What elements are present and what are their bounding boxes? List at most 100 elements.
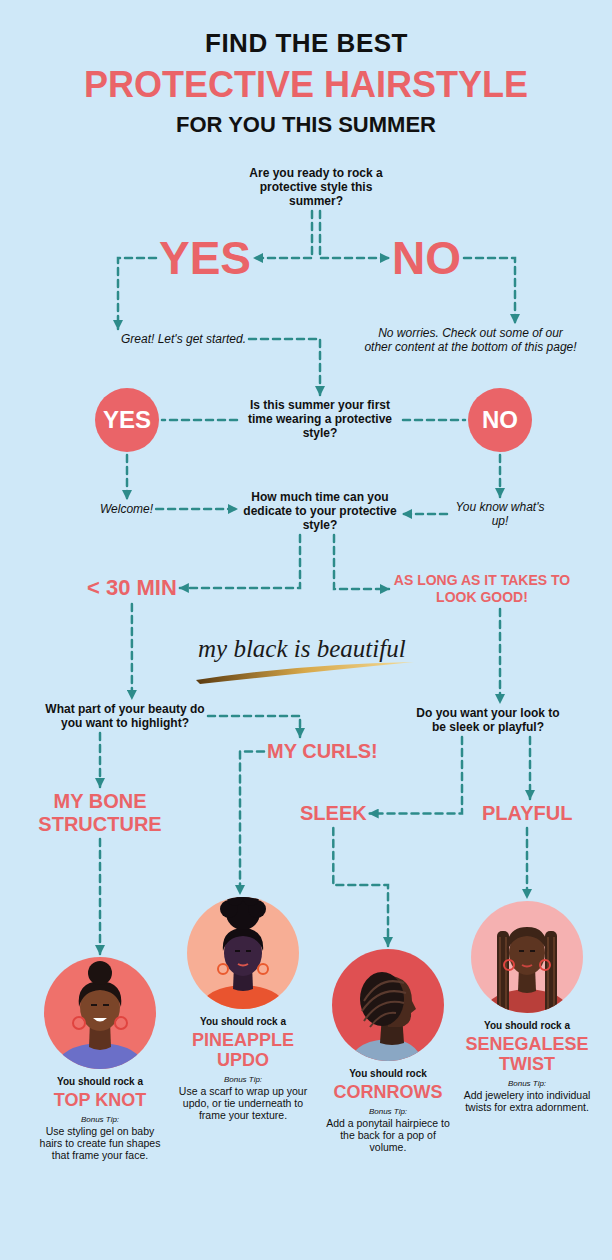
question-text: Are you ready to rock a protective style… xyxy=(236,166,396,208)
hair xyxy=(507,927,547,953)
dashed-connector xyxy=(499,455,502,497)
dashed-connector xyxy=(333,828,388,946)
lead-text: You should rock xyxy=(323,1067,453,1080)
subtitle: FOR YOU THIS SUMMER xyxy=(176,112,436,138)
node-text: Do you want your look to be sleek or pla… xyxy=(408,706,568,734)
node-text: MY BONE STRUCTURE xyxy=(25,790,175,836)
response-text: You know what's up! xyxy=(450,500,550,528)
dashed-connector xyxy=(208,716,300,737)
yes-circle: YES xyxy=(95,388,159,452)
portrait-figure xyxy=(199,890,287,1013)
answer-label: YES xyxy=(159,232,251,284)
dashed-connector xyxy=(162,419,237,422)
node-text: Welcome! xyxy=(100,502,153,516)
dashed-connector xyxy=(240,752,264,895)
node-text: MY CURLS! xyxy=(267,740,378,763)
puff xyxy=(227,890,243,906)
dashed-connector xyxy=(156,508,237,511)
question-text: Do you want your look to be sleek or pla… xyxy=(408,706,568,734)
option-label: MY CURLS! xyxy=(267,740,378,763)
style-name: PINEAPPLE UPDO xyxy=(178,1030,308,1070)
node-text: PLAYFUL xyxy=(482,802,572,825)
option-label: MY BONE STRUCTURE xyxy=(25,790,175,836)
dashed-connector xyxy=(370,737,462,814)
earring xyxy=(73,1017,85,1029)
dashed-connector xyxy=(403,419,465,422)
tip-text: Add jewelery into individual twists for … xyxy=(459,1089,595,1113)
option-label: AS LONG AS IT TAKES TO LOOK GOOD! xyxy=(392,572,572,606)
puff xyxy=(243,890,259,906)
node-text: No worries. Check out some of our other … xyxy=(363,326,578,354)
node-text: Are you ready to rock a protective style… xyxy=(236,166,396,208)
portrait-circle xyxy=(332,949,444,1061)
node-text: NO xyxy=(482,406,518,434)
logo-swoosh xyxy=(196,662,414,684)
node-text: < 30 MIN xyxy=(87,575,177,601)
cornrow-lines xyxy=(362,981,406,1027)
result-card: You should rock aTOP KNOTBonus Tip:Use s… xyxy=(34,957,166,1161)
pineapple-updo-portrait xyxy=(187,890,299,1013)
node-text: AS LONG AS IT TAKES TO LOOK GOOD! xyxy=(392,572,572,606)
hair xyxy=(223,928,263,951)
style-name: SENEGALESE TWIST xyxy=(459,1034,595,1074)
node-text: How much time can you dedicate to your p… xyxy=(240,490,400,532)
dashed-connector xyxy=(99,839,102,954)
result-card: You should rock a SENEGALESE TWIST Bonus T… xyxy=(459,901,595,1113)
tip-heading: Bonus Tip: xyxy=(459,1079,595,1089)
earring xyxy=(504,960,514,970)
tip-heading: Bonus Tip: xyxy=(34,1115,166,1125)
bun xyxy=(88,961,112,985)
eyes xyxy=(519,950,535,952)
senegalese-twist-portrait xyxy=(471,901,583,1017)
no-circle: NO xyxy=(468,388,532,452)
node-text: Is this summer your first time wearing a… xyxy=(240,398,400,440)
tip-text: Add a ponytail hairpiece to the back for… xyxy=(323,1117,453,1153)
smile xyxy=(93,1018,107,1022)
tip-text: Use a scarf to wrap up your updo, or tie… xyxy=(178,1085,308,1121)
node-text: SLEEK xyxy=(300,802,367,825)
lead-text: You should rock a xyxy=(459,1019,595,1032)
dashed-connector xyxy=(118,258,156,329)
portrait-figure xyxy=(348,972,424,1065)
top-knot-portrait xyxy=(44,957,156,1073)
logo-text: my black is beautiful xyxy=(198,634,406,664)
dashed-connector xyxy=(403,513,447,516)
answer-label: NO xyxy=(392,232,461,284)
dashed-connector xyxy=(131,604,134,699)
style-name: CORNROWS xyxy=(323,1082,453,1102)
lead-text: You should rock a xyxy=(178,1015,308,1028)
portrait-figure xyxy=(483,927,571,1017)
earring xyxy=(218,964,228,974)
dashed-connector xyxy=(464,258,515,323)
lead-text: You should rock a xyxy=(34,1075,166,1088)
eyes xyxy=(235,950,251,952)
response-text: Great! Let's get started. xyxy=(121,332,246,346)
top xyxy=(483,989,571,1017)
dashed-connector xyxy=(529,737,532,799)
cornrows-portrait xyxy=(332,949,444,1065)
dashed-connector xyxy=(526,828,529,898)
dashed-connector xyxy=(99,733,102,787)
tip-heading: Bonus Tip: xyxy=(178,1075,308,1085)
question-text: What part of your beauty do you want to … xyxy=(45,702,205,730)
question-text: Is this summer your first time wearing a… xyxy=(240,398,400,440)
portrait-figure xyxy=(54,961,146,1073)
node-text: What part of your beauty do you want to … xyxy=(45,702,205,730)
dashed-connector xyxy=(254,211,312,258)
title-highlight: PROTECTIVE HAIRSTYLE xyxy=(84,64,528,106)
earring xyxy=(258,964,268,974)
tip-text: Use styling gel on baby hairs to create … xyxy=(34,1125,166,1161)
option-label: SLEEK xyxy=(300,802,367,825)
question-text: How much time can you dedicate to your p… xyxy=(240,490,400,532)
response-text: No worries. Check out some of our other … xyxy=(363,326,578,354)
eyes xyxy=(91,1004,109,1006)
lips xyxy=(522,965,532,967)
dashed-connector xyxy=(180,535,300,588)
node-text: YES xyxy=(159,232,251,284)
dashed-connector xyxy=(249,339,320,395)
earring xyxy=(540,960,550,970)
node-text: Great! Let's get started. xyxy=(121,332,246,346)
dashed-connector xyxy=(499,609,502,703)
earring xyxy=(115,1017,127,1029)
